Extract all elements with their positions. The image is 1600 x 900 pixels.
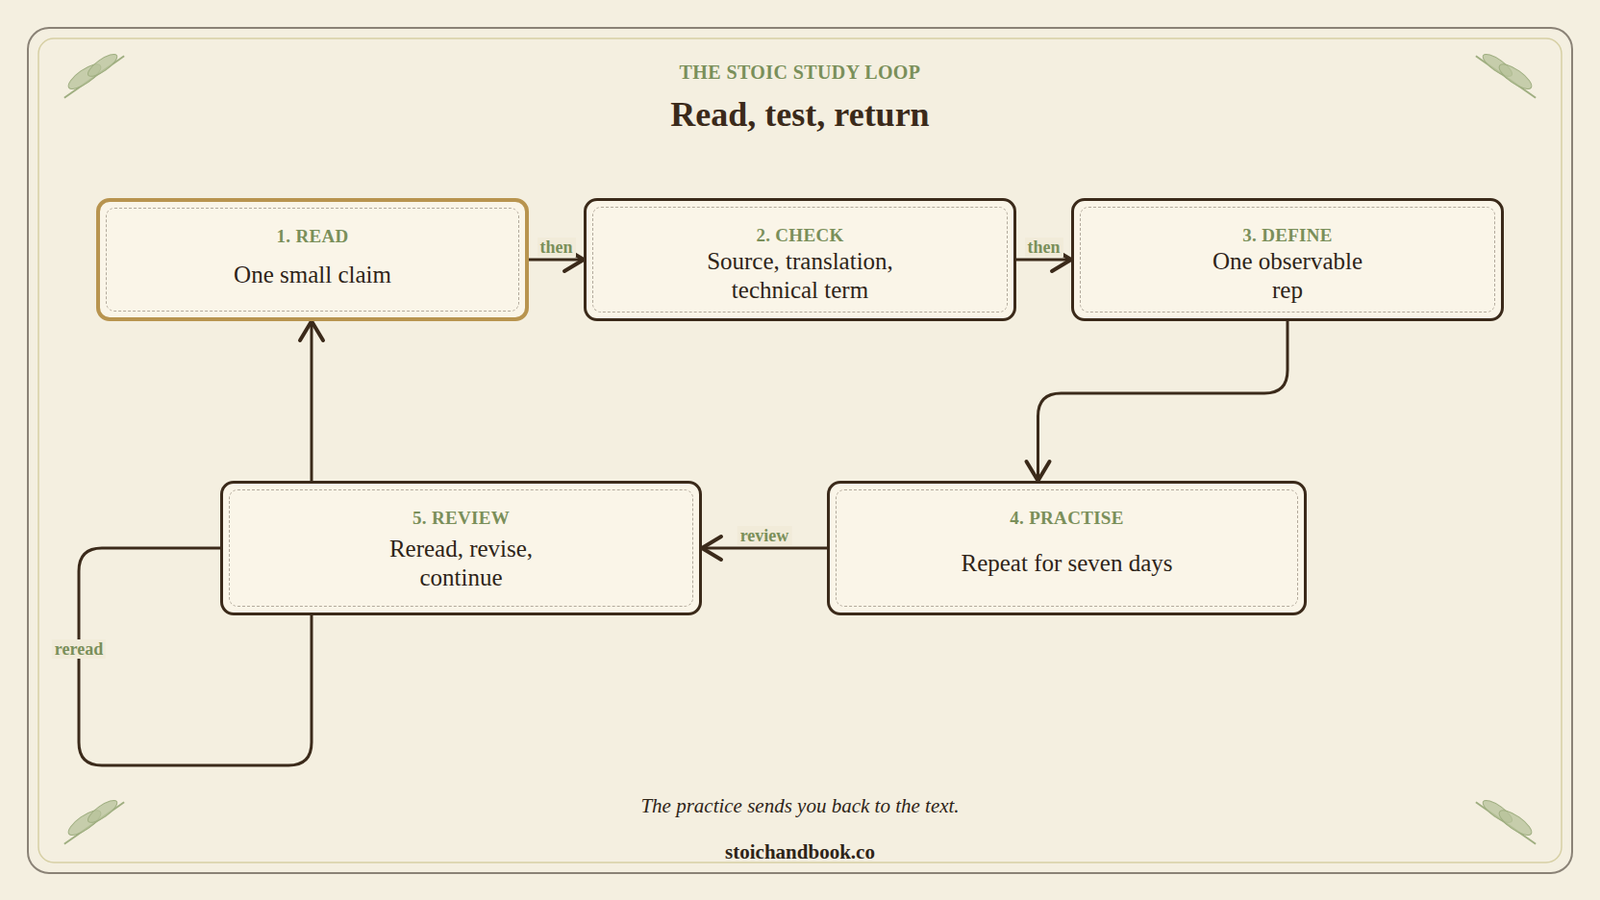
leaf-ornament — [56, 46, 1543, 846]
process-box: 1. READ One small claim — [96, 198, 529, 322]
step-heading: 2. CHECK — [755, 224, 844, 248]
step-heading: 5. REVIEW — [412, 506, 510, 530]
body-area: Repeat for seven days — [960, 529, 1173, 613]
dashed-inner-border — [105, 207, 520, 312]
step-body: Source, translation, technical term — [679, 247, 921, 305]
connector — [300, 321, 324, 481]
step-heading: 1. READ — [276, 225, 350, 249]
body-area: One small claim — [233, 248, 392, 318]
step-body: One observable rep — [1196, 247, 1379, 305]
step-heading: 4. PRACTISE — [1009, 506, 1124, 530]
step-body: Repeat for seven days — [960, 549, 1173, 578]
diagram-caption: The practice sends you back to the text. — [640, 794, 959, 819]
process-box: 5. REVIEW Reread, revise, continue — [220, 480, 702, 616]
inner-border — [38, 38, 1562, 863]
connector-line — [1038, 321, 1289, 481]
edge-label: reread — [51, 639, 106, 659]
dashed-inner-border — [835, 489, 1299, 607]
step-body: Reread, revise, continue — [365, 534, 558, 593]
body-area: One observable rep — [1196, 247, 1379, 321]
kicker-label: THE STOIC STUDY LOOP — [679, 61, 922, 84]
arrow-head — [300, 321, 324, 341]
diagram-title: Read, test, return — [670, 94, 929, 135]
edge-label: then — [536, 237, 575, 257]
edge-label: then — [1024, 237, 1063, 257]
connector-line — [1016, 258, 1072, 262]
process-box: 2. CHECKSource, translation, technical t… — [583, 198, 1017, 322]
connector-line — [528, 258, 584, 262]
body-area: Source, translation, technical term — [679, 247, 921, 321]
process-box: 4. PRACTISE Repeat for seven days — [826, 480, 1307, 616]
outer-border — [27, 27, 1573, 874]
body-area: Reread, revise, continue — [365, 529, 558, 613]
arrow-head — [701, 536, 722, 560]
process-box: 3. DEFINEOne observable rep — [1071, 198, 1504, 322]
connector-line — [701, 547, 827, 550]
site-label: stoichandbook.co — [725, 840, 875, 865]
connector-line — [310, 321, 314, 481]
arrow-head — [1026, 461, 1050, 481]
step-body: One small claim — [233, 260, 392, 290]
edge-label: review — [737, 525, 793, 546]
connector — [1026, 321, 1289, 481]
step-heading: 3. DEFINE — [1242, 224, 1333, 248]
